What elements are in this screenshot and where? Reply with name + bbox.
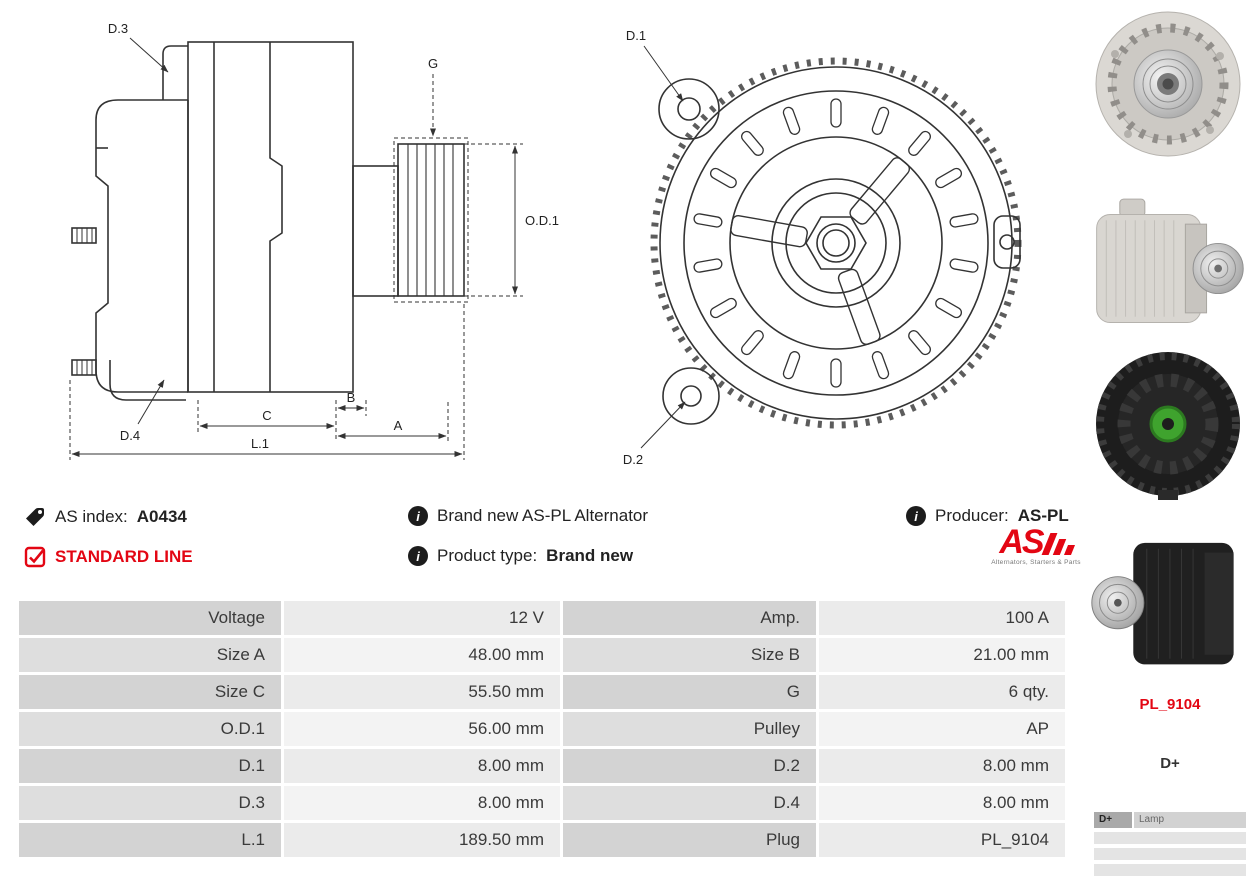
as-pl-logo: AS Alternators, Starters & Parts [985,523,1087,566]
spec-value: 55.50 mm [281,672,563,712]
spec-label: D.3 [16,783,284,823]
brand-new-field: i Brand new AS-PL Alternator [408,506,648,526]
spec-row: Size C 55.50 mm G 6 qty. [16,672,1068,712]
spec-table: Voltage 12 V Amp. 100 A Size A 48.00 mm … [16,598,1068,860]
standard-line-label: STANDARD LINE [55,547,193,566]
spec-label: Voltage [16,598,284,638]
spec-label: O.D.1 [16,709,284,749]
spec-value: AP [816,709,1068,749]
dim-label-d2: D.2 [623,452,643,467]
spec-row: Voltage 12 V Amp. 100 A [16,598,1068,638]
info-row-2: STANDARD LINE i Product type: Brand new [0,546,1080,574]
product-type-field: i Product type: Brand new [408,546,633,566]
dim-label-g: G [428,56,438,71]
spec-label: D.2 [560,746,819,786]
spec-value: 100 A [816,598,1068,638]
dim-label-od1: O.D.1 [525,213,559,228]
producer-label: Producer: [935,506,1009,525]
as-logo-text: AS [999,523,1044,561]
spec-row: Size A 48.00 mm Size B 21.00 mm [16,635,1068,675]
product-photo-front [1095,11,1241,157]
dim-label-d3: D.3 [108,21,128,36]
plug-part-code: PL_9104 [1139,696,1201,713]
spec-value: 8.00 mm [281,746,563,786]
spec-row: O.D.1 56.00 mm Pulley AP [16,709,1068,749]
dim-label-d4: D.4 [120,428,140,443]
dim-label-d1: D.1 [626,28,646,43]
spec-value: 12 V [281,598,563,638]
spec-label: Plug [560,820,819,860]
dim-label-a: A [394,418,403,433]
pin-empty-row [1094,864,1246,876]
product-type-label: Product type: [437,546,538,565]
producer-value: AS-PL [1017,506,1069,525]
spec-label: L.1 [16,820,284,860]
product-photo-column: PL_9104 D+ D+ Lamp [1088,4,1252,876]
spec-label: Size C [16,672,284,712]
as-logo-bars-icon [1041,533,1075,557]
spec-row: D.1 8.00 mm D.2 8.00 mm [16,746,1068,786]
as-logo-subtext: Alternators, Starters & Parts [991,559,1081,566]
as-index-value: A0434 [136,507,187,526]
tag-icon [26,508,44,526]
producer-field: i Producer: AS-PL [906,506,1069,526]
spec-value: 8.00 mm [816,783,1068,823]
product-type-value: Brand new [546,546,634,565]
spec-row: D.3 8.00 mm D.4 8.00 mm [16,783,1068,823]
spec-value: 8.00 mm [816,746,1068,786]
pin-empty-row [1094,848,1246,860]
standard-line-field: STANDARD LINE [24,546,193,568]
technical-drawing-side: D.3 G O.D.1 D.4 C B A L.1 [69,21,559,460]
checkbox-checked-icon [24,546,46,568]
info-icon: i [408,506,428,526]
info-icon: i [408,546,428,566]
as-index-label: AS index: [55,507,128,526]
dim-label-l1: L.1 [251,436,269,451]
spec-label: Size A [16,635,284,675]
spec-value: PL_9104 [816,820,1068,860]
spec-row: L.1 189.50 mm Plug PL_9104 [16,820,1068,860]
product-photo-side-light [1096,198,1244,323]
spec-value: 8.00 mm [281,783,563,823]
product-photo-rear-dark [1096,352,1240,500]
spec-value: 56.00 mm [281,709,563,749]
technical-drawing-front: D.1 D.2 [623,28,1022,467]
spec-label: D.1 [16,746,284,786]
spec-label: Amp. [560,598,819,638]
brand-new-text: Brand new AS-PL Alternator [437,506,649,525]
terminal-label: D+ [1160,755,1180,772]
pin-terminal-cell: D+ [1094,812,1132,828]
product-photo-side-dark [1091,542,1234,665]
pin-function-cell: Lamp [1134,812,1246,828]
pin-empty-row [1094,832,1246,844]
info-icon: i [906,506,926,526]
dim-label-c: C [262,408,271,423]
dim-label-b: B [347,390,356,405]
spec-label: Pulley [560,709,819,749]
spec-label: G [560,672,819,712]
spec-value: 48.00 mm [281,635,563,675]
as-index-field: AS index: A0434 [24,506,187,528]
pin-table-row: D+ Lamp [1094,812,1246,828]
spec-value: 21.00 mm [816,635,1068,675]
spec-label: D.4 [560,783,819,823]
pin-table: D+ Lamp [1094,812,1246,876]
info-row-1: AS index: A0434 i Brand new AS-PL Altern… [0,506,1080,534]
spec-value: 6 qty. [816,672,1068,712]
spec-label: Size B [560,635,819,675]
spec-value: 189.50 mm [281,820,563,860]
